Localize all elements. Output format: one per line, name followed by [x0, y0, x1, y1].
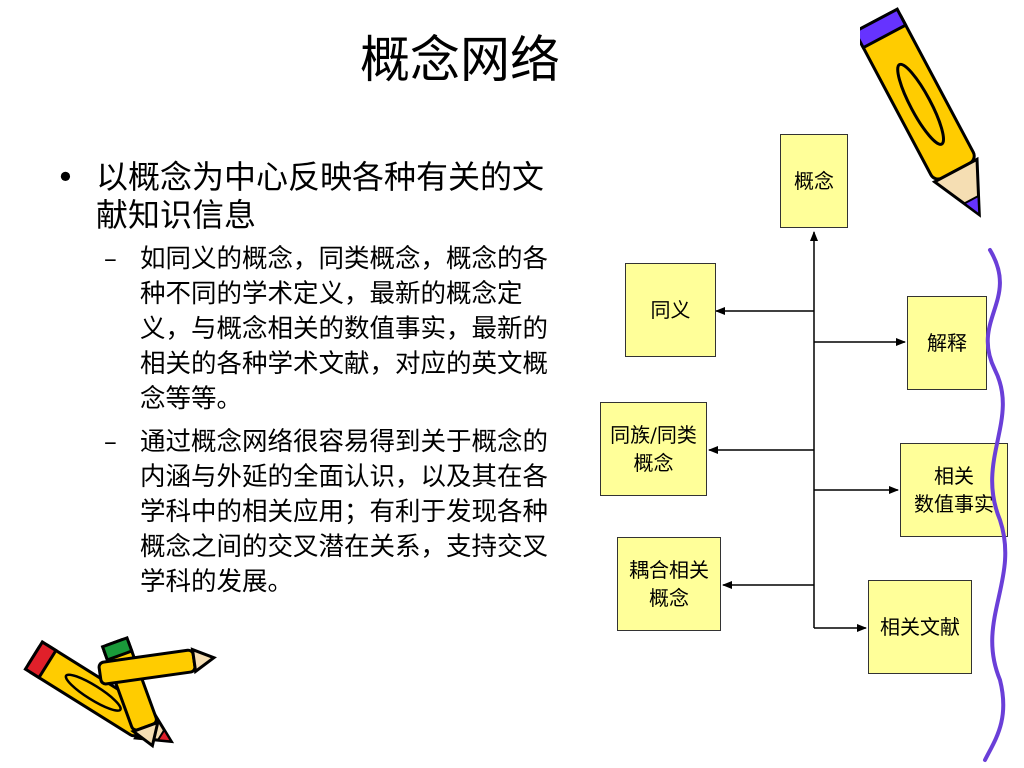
sub-bullet-item: – 通过概念网络很容易得到关于概念的内涵与外延的全面认识，以及其在各学科中的相关… [52, 425, 570, 600]
sub-bullet-marker: – [104, 427, 117, 457]
sub-bullet-item: – 如同义的概念，同类概念，概念的各种不同的学术定义，最新的概念定义，与概念相关… [52, 242, 570, 417]
node-synonym: 同义 [625, 263, 716, 357]
node-explanation: 解释 [907, 296, 987, 390]
node-numeric-facts: 相关 数值事实 [900, 443, 1008, 537]
bullet-marker: • [56, 158, 75, 196]
sub-bullet-text: 如同义的概念，同类概念，概念的各种不同的学术定义，最新的概念定义，与概念相关的数… [140, 244, 549, 414]
slide-title: 概念网络 [360, 31, 560, 89]
bullet-item: • 以概念为中心反映各种有关的文献知识信息 [52, 158, 572, 234]
pencil-icon [97, 647, 217, 686]
sub-bullet-text: 通过概念网络很容易得到关于概念的内涵与外延的全面认识，以及其在各学科中的相关应用… [140, 427, 549, 597]
node-concept: 概念 [780, 134, 848, 228]
pencil-icon [860, 7, 981, 218]
bullet-text: 以概念为中心反映各种有关的文献知识信息 [96, 158, 545, 234]
sub-bullet-marker: – [104, 244, 117, 274]
node-coupled-concept: 耦合相关 概念 [617, 537, 721, 631]
node-family-class-concept: 同族/同类 概念 [600, 402, 707, 496]
bullet-list: • 以概念为中心反映各种有关的文献知识信息 – 如同义的概念，同类概念，概念的各… [52, 158, 572, 600]
node-related-literature: 相关文献 [868, 580, 972, 674]
